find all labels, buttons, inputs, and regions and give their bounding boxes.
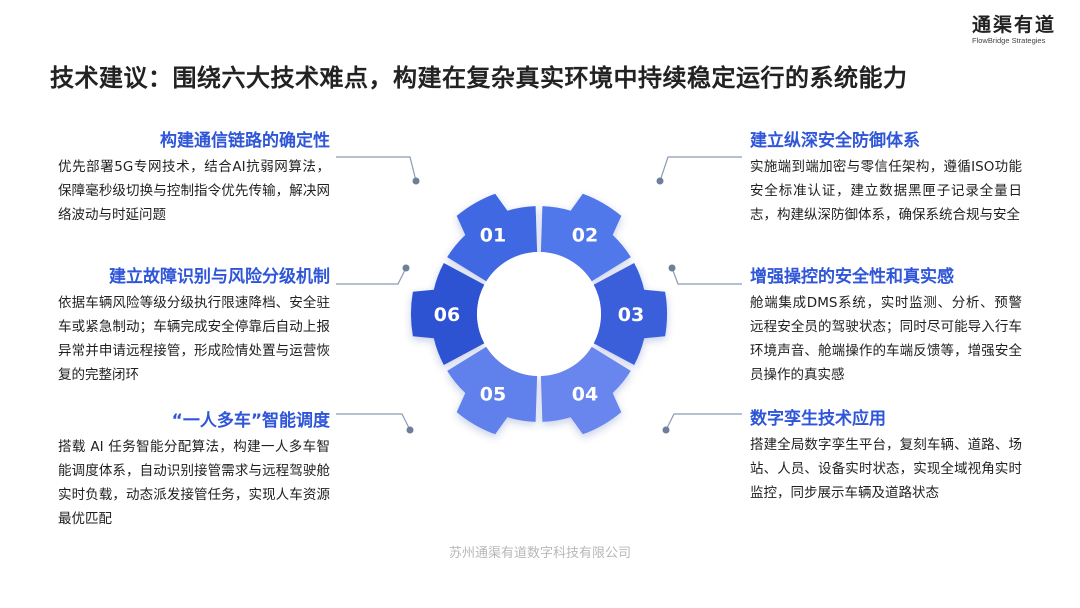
block-03: 增强操控的安全性和真实感 舱端集成DMS系统，实时监测、分析、预警远程安全员的驾… (750, 262, 1022, 387)
block-01-body: 优先部署5G专网技术，结合AI抗弱网算法，保障毫秒级切换与控制指令优先传输，解决… (58, 159, 330, 223)
gear-segment-label-06: 06 (434, 304, 460, 326)
connector-dot (412, 177, 420, 185)
gear-segment-02 (540, 193, 631, 282)
gear-segment-05 (447, 346, 538, 435)
block-03-body: 舱端集成DMS系统，实时监测、分析、预警远程安全员的驾驶状态；同时尽可能导入行车… (750, 295, 1022, 383)
gear-segment-01 (447, 193, 538, 282)
gear-segment-06 (410, 263, 485, 365)
block-04-heading: 数字孪生技术应用 (750, 409, 886, 429)
block-02-heading: 建立纵深安全防御体系 (750, 131, 920, 151)
block-06-heading: 建立故障识别与风险分级机制 (109, 267, 330, 287)
block-06: 建立故障识别与风险分级机制 依据车辆风险等级分级执行限速降档、安全驻车或紧急制动… (58, 262, 330, 387)
footer-company: 苏州通渠有道数字科技有限公司 (448, 546, 631, 561)
block-02-body: 实施端到端加密与零信任架构，遵循ISO功能安全标准认证，建立数据黑匣子记录全量日… (750, 159, 1022, 223)
logo-subtitle: FlowBridge Strategies (971, 36, 1046, 45)
logo-name: 通渠有道 (971, 14, 1056, 36)
gear-segment-label-03: 03 (618, 304, 644, 326)
gear-segment-03 (593, 263, 668, 365)
gear-segment-label-02: 02 (572, 224, 598, 246)
gear-segment-label-05: 05 (480, 384, 506, 406)
block-02: 建立纵深安全防御体系 实施端到端加密与零信任架构，遵循ISO功能安全标准认证，建… (750, 126, 1022, 227)
connector-dot (402, 264, 410, 272)
block-01: 构建通信链路的确定性 优先部署5G专网技术，结合AI抗弱网算法，保障毫秒级切换与… (58, 126, 330, 227)
connector-dot (662, 426, 670, 434)
block-05-body: 搭载 AI 任务智能分配算法，构建一人多车智能调度体系，自动识别接管需求与远程驾… (58, 439, 330, 527)
connector-dot (668, 264, 676, 272)
gear-center-hole (477, 252, 601, 376)
connector-lines (336, 156, 742, 434)
company-logo: 通渠有道 FlowBridge Strategies (972, 14, 1056, 46)
block-01-heading: 构建通信链路的确定性 (160, 131, 330, 151)
connector-line (659, 156, 742, 182)
connector-dot (656, 177, 664, 185)
block-05: “一人多车”智能调度 搭载 AI 任务智能分配算法，构建一人多车智能调度体系，自… (58, 406, 330, 531)
connector-dot (406, 426, 414, 434)
page-title: 技术建议：围绕六大技术难点，构建在复杂真实环境中持续稳定运行的系统能力 (50, 64, 908, 92)
block-05-heading: “一人多车”智能调度 (171, 411, 330, 431)
block-03-heading: 增强操控的安全性和真实感 (750, 267, 954, 287)
gear-segment-label-04: 04 (572, 384, 598, 406)
gear-segment-04 (540, 346, 631, 435)
connector-line (336, 156, 417, 182)
gear-segment-label-01: 01 (480, 224, 506, 246)
connector-line (336, 413, 411, 431)
connector-line (671, 267, 742, 285)
block-06-body: 依据车辆风险等级分级执行限速降档、安全驻车或紧急制动；车辆完成安全停靠后自动上报… (58, 295, 330, 383)
block-04-body: 搭建全局数字孪生平台，复刻车辆、道路、场站、人员、设备实时状态，实现全域视角实时… (750, 437, 1022, 501)
connector-line (336, 267, 407, 285)
connector-line (665, 413, 742, 431)
block-04: 数字孪生技术应用 搭建全局数字孪生平台，复刻车辆、道路、场站、人员、设备实时状态… (750, 404, 1022, 505)
